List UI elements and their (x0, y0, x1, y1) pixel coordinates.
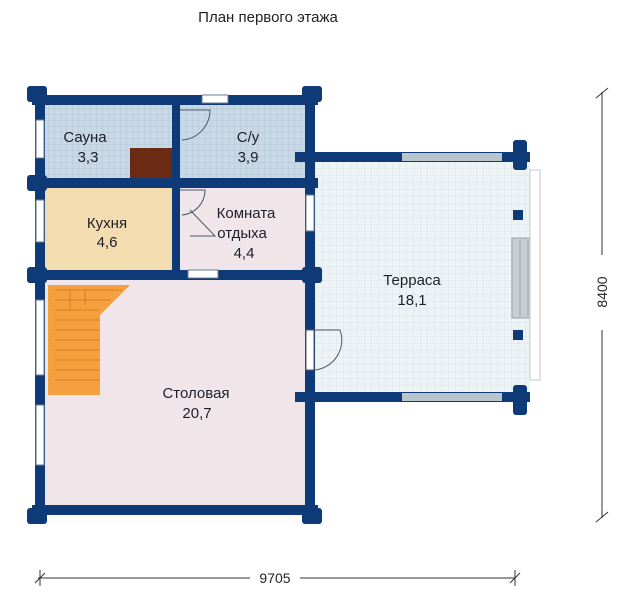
terrace-railings (402, 153, 541, 401)
rest-room-floor (175, 185, 310, 275)
dining-area: 20,7 (182, 405, 211, 422)
bathroom-label: С/у (237, 129, 260, 146)
terrace-area: 18,1 (397, 292, 426, 309)
kitchen-floor (40, 185, 175, 275)
rest-room-label-line1: Комната (217, 205, 276, 222)
plan-title: План первого этажа (198, 9, 338, 26)
sauna-area: 3,3 (78, 149, 99, 166)
kitchen-label: Кухня (87, 215, 127, 232)
sauna-label: Сауна (63, 129, 107, 146)
height-dimension: 8400 (594, 276, 610, 307)
bathroom-area: 3,9 (238, 149, 259, 166)
terrace-floor-grid (315, 158, 530, 400)
rest-room-area: 4,4 (234, 245, 255, 262)
wall-posts (27, 86, 527, 524)
doors (180, 109, 343, 371)
dining-label: Столовая (162, 385, 229, 402)
kitchen-area: 4,6 (97, 234, 118, 251)
windows (35, 94, 315, 466)
terrace-label: Терраса (383, 272, 441, 289)
height-dimension-line (595, 87, 609, 523)
width-dimension: 9705 (259, 570, 290, 586)
width-dimension-line (34, 570, 521, 586)
room-labels: Сауна 3,3 С/у 3,9 Кухня 4,6 Комната отды… (63, 129, 441, 422)
rest-room-label-line2: отдыха (217, 225, 267, 242)
stair-steps (55, 289, 122, 381)
bathroom-floor-grid (180, 100, 310, 185)
